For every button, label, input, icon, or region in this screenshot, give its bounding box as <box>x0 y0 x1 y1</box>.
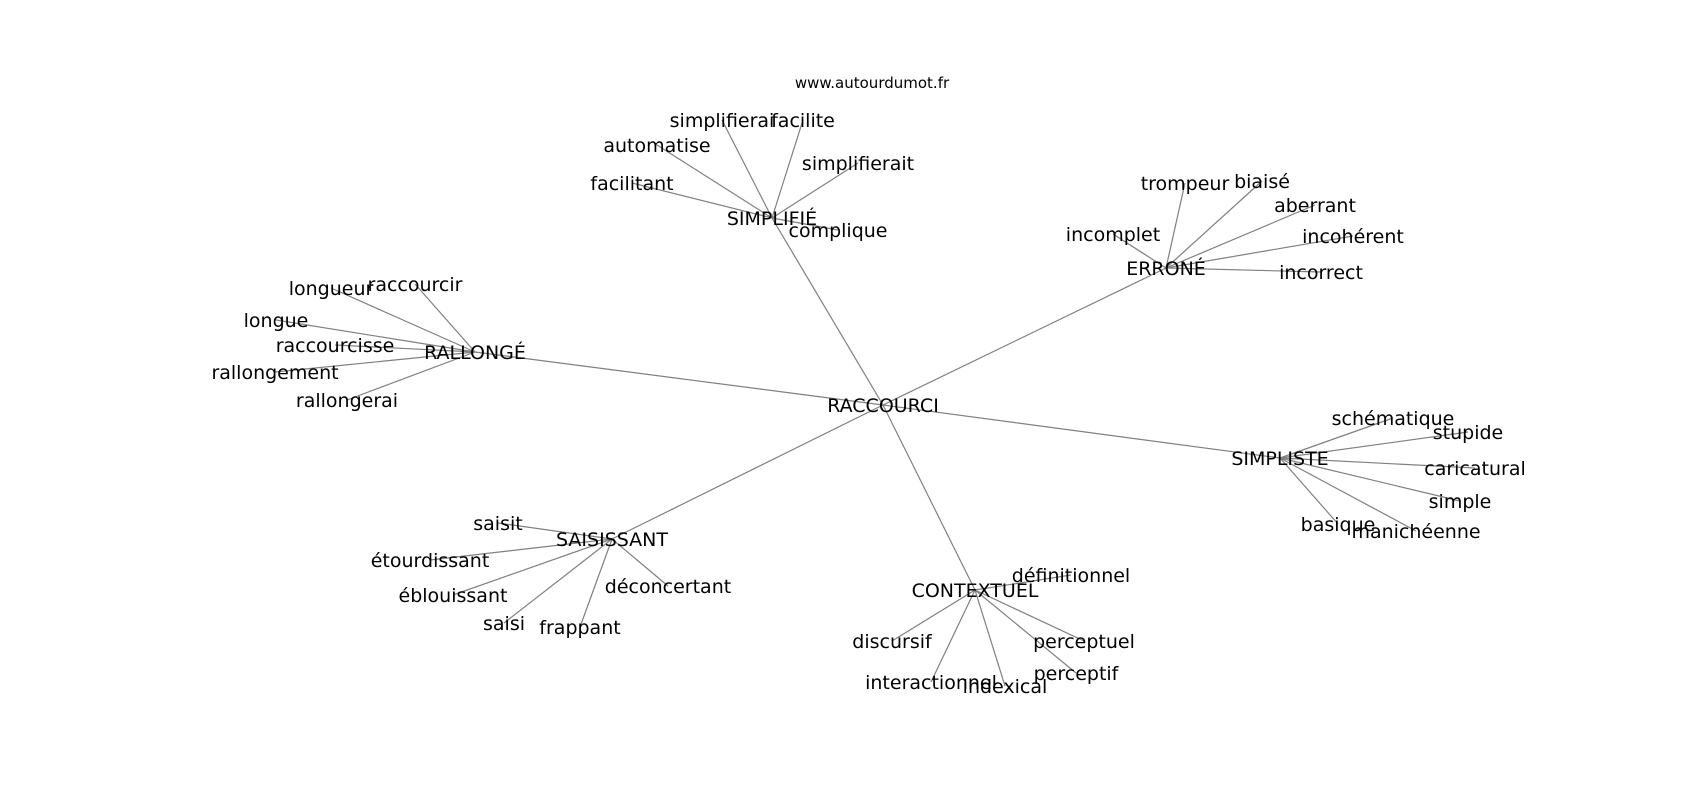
leaf-node-rallonge-3: longue <box>244 310 309 332</box>
leaf-node-simplifie-4: simplifierait <box>802 153 914 175</box>
center-node-label: RACCOURCI <box>827 395 939 417</box>
edge-simplifie-2 <box>771 119 804 219</box>
leaf-node-errone-6: incorrect <box>1279 262 1363 284</box>
graph-edges <box>274 119 1476 687</box>
leaf-node-simplifie-3: automatise <box>603 135 710 157</box>
leaf-node-contextuel-1: définitionnel <box>1012 565 1130 587</box>
edge-simpliste-5 <box>1279 457 1339 525</box>
edge-contextuel-2 <box>891 589 976 642</box>
edge-rallonge-2 <box>330 287 476 353</box>
edge-contextuel-4 <box>974 589 1077 674</box>
edge-center-rallonge <box>474 351 884 406</box>
leaf-node-rallonge-4: raccourcisse <box>276 335 395 357</box>
edge-center-contextuel <box>882 404 976 591</box>
leaf-node-errone-2: biaisé <box>1234 171 1290 193</box>
edge-simplifie-4 <box>771 162 859 219</box>
group-node-saisissant: SAISISSANT <box>556 529 668 551</box>
edge-saisissant-4 <box>611 538 669 587</box>
leaf-node-simpliste-2: stupide <box>1433 422 1503 444</box>
leaf-node-contextuel-5: interactionnel <box>865 672 997 694</box>
edge-rallonge-3 <box>275 319 476 353</box>
leaf-node-simplifie-1: simplifierai <box>670 110 775 132</box>
leaf-node-errone-1: trompeur <box>1141 173 1230 195</box>
leaf-node-simpliste-3: caricatural <box>1424 458 1526 480</box>
leaf-node-simplifie-2: facilite <box>771 110 835 132</box>
leaf-node-saisissant-6: frappant <box>539 617 620 639</box>
group-node-rallonge: RALLONGÉ <box>424 341 526 364</box>
edge-center-simplifie <box>771 217 884 406</box>
leaf-node-contextuel-2: discursif <box>852 631 933 653</box>
edge-simplifie-1 <box>721 119 773 219</box>
edge-errone-1 <box>1165 182 1186 269</box>
edge-center-saisissant <box>611 404 884 540</box>
edge-errone-4 <box>1112 233 1167 269</box>
leaf-node-saisissant-1: saisit <box>473 513 522 535</box>
leaf-node-simpliste-6: manichéenne <box>1351 521 1480 543</box>
group-node-errone: ERRONÉ <box>1126 257 1206 280</box>
edge-simplifie-6 <box>771 217 839 231</box>
edge-center-simpliste <box>882 404 1281 459</box>
leaf-node-errone-5: incohérent <box>1302 226 1404 248</box>
edge-center-errone <box>882 267 1167 406</box>
leaf-node-contextuel-6: indexical <box>963 676 1048 698</box>
edge-contextuel-5 <box>930 589 976 683</box>
edge-simpliste-1 <box>1279 417 1394 459</box>
edge-errone-2 <box>1165 180 1263 269</box>
leaf-node-simpliste-5: basique <box>1301 514 1376 536</box>
edge-saisissant-3 <box>452 538 613 596</box>
edge-saisissant-1 <box>497 522 613 540</box>
edge-simpliste-3 <box>1279 457 1476 469</box>
leaf-node-errone-4: incomplet <box>1066 224 1160 246</box>
edge-simpliste-6 <box>1279 457 1417 532</box>
edge-simplifie-3 <box>656 144 773 219</box>
leaf-node-rallonge-5: rallongement <box>211 362 338 384</box>
edge-simpliste-2 <box>1279 431 1469 459</box>
edge-rallonge-4 <box>334 344 476 353</box>
leaf-node-saisissant-3: éblouissant <box>399 585 508 607</box>
edge-rallonge-6 <box>346 351 476 401</box>
edge-saisissant-6 <box>579 538 613 628</box>
edge-simplifie-5 <box>631 182 773 219</box>
edge-errone-3 <box>1165 204 1316 269</box>
leaf-node-simpliste-1: schématique <box>1332 408 1455 430</box>
leaf-node-simplifie-5: facilitant <box>590 173 673 195</box>
group-node-simplifie: SIMPLIFIÉ <box>727 207 817 230</box>
edge-saisissant-5 <box>503 538 613 624</box>
watermark-url: www.autourdumot.fr <box>795 74 950 92</box>
leaf-node-saisissant-4: déconcertant <box>605 576 731 598</box>
leaf-node-rallonge-1: raccourcir <box>368 274 463 296</box>
edge-rallonge-1 <box>414 283 476 353</box>
leaf-node-rallonge-2: longueur <box>289 278 374 300</box>
edge-rallonge-5 <box>274 351 476 373</box>
group-node-simpliste: SIMPLISTE <box>1231 448 1328 470</box>
leaf-node-saisissant-5: saisi <box>483 613 525 635</box>
group-node-contextuel: CONTEXTUEL <box>912 580 1039 602</box>
edge-simpliste-4 <box>1279 457 1461 502</box>
leaf-node-saisissant-2: étourdissant <box>371 550 490 572</box>
edge-contextuel-1 <box>974 574 1072 591</box>
edge-saisissant-2 <box>429 538 613 561</box>
edge-errone-6 <box>1165 267 1322 273</box>
leaf-node-rallonge-6: rallongerai <box>296 390 398 412</box>
edge-contextuel-3 <box>974 589 1085 642</box>
edge-errone-5 <box>1165 235 1354 269</box>
leaf-node-errone-3: aberrant <box>1274 195 1356 217</box>
edge-contextuel-6 <box>974 589 1006 687</box>
leaf-node-contextuel-3: perceptuel <box>1033 631 1135 653</box>
leaf-node-contextuel-4: perceptif <box>1034 663 1120 685</box>
leaf-node-simpliste-4: simple <box>1429 491 1492 513</box>
leaf-node-simplifie-6: complique <box>789 220 888 242</box>
